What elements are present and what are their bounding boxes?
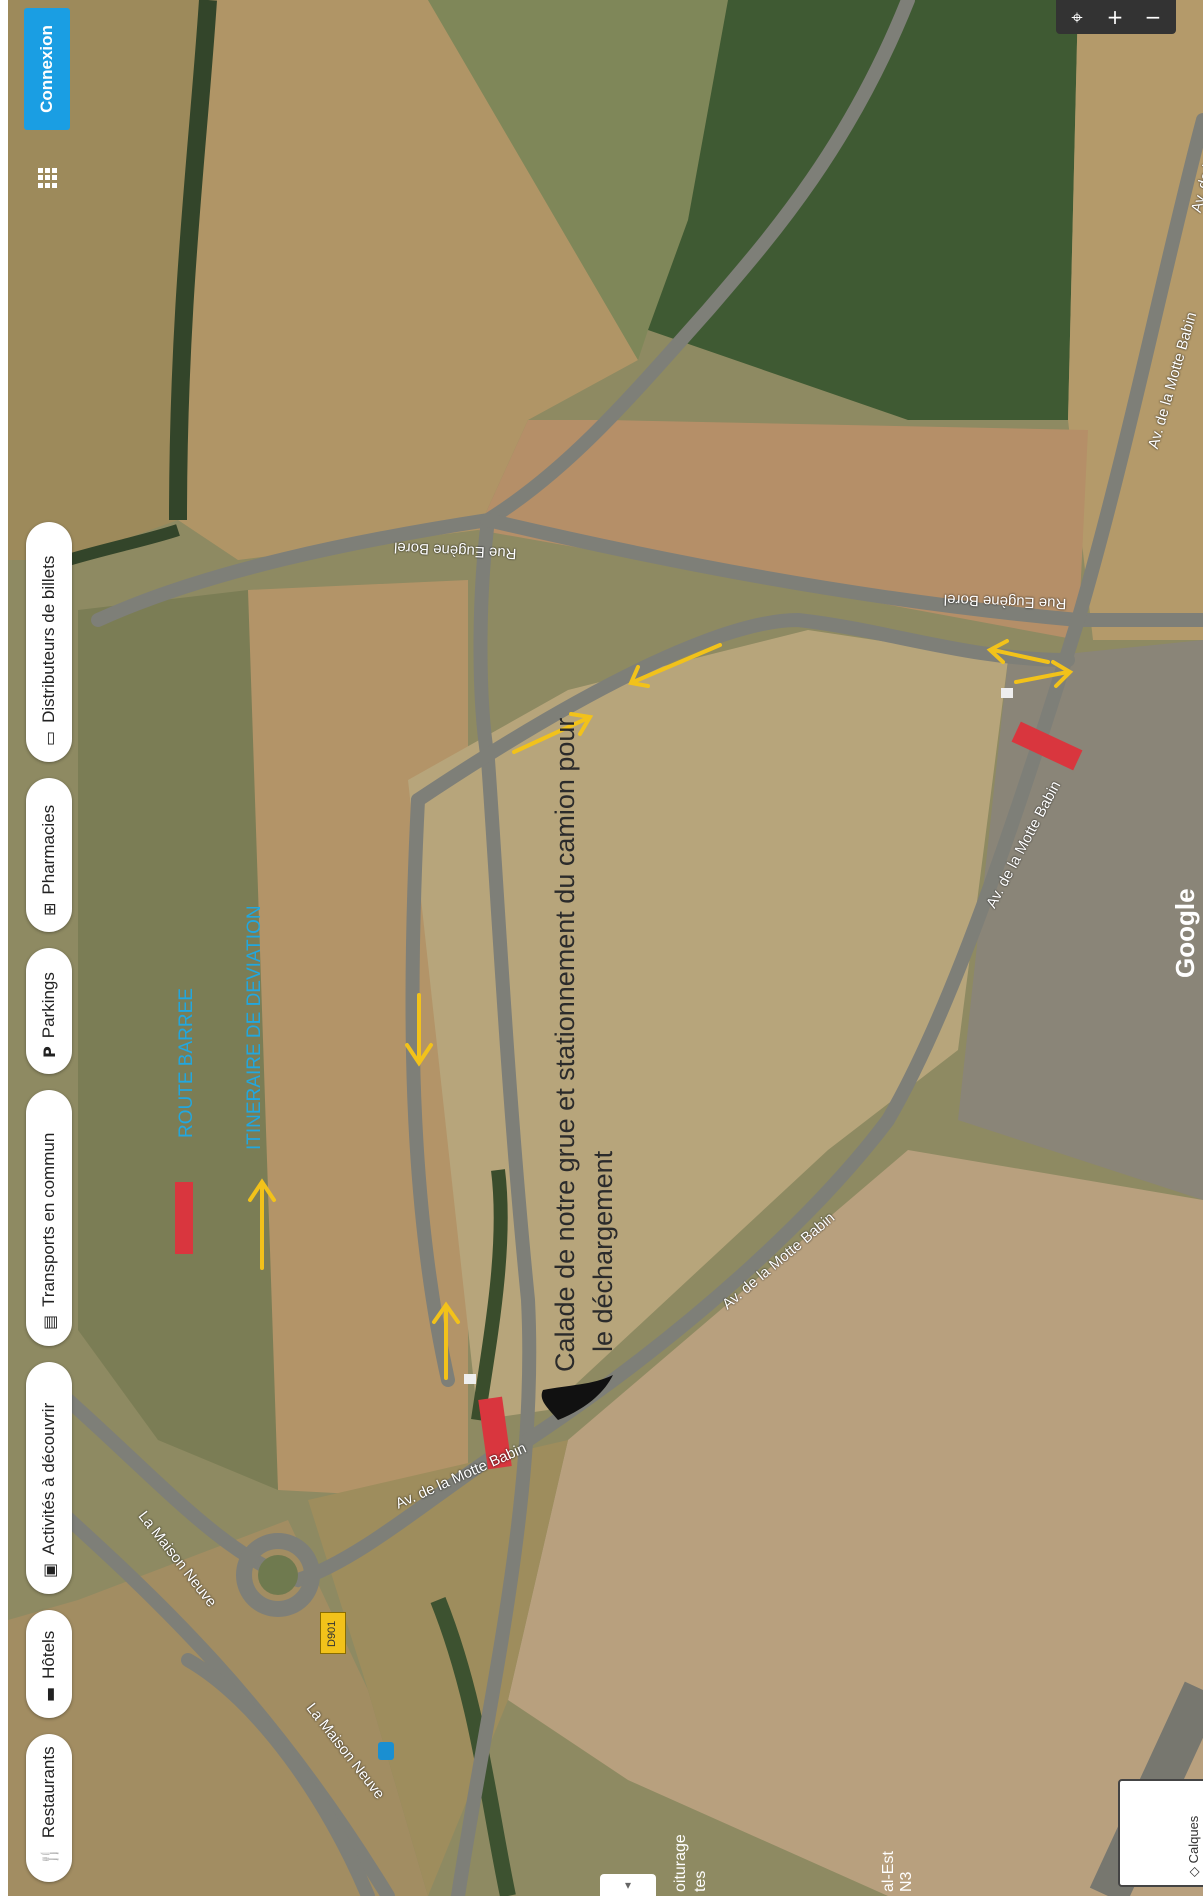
hotel-icon: ▬ [39, 1686, 59, 1702]
detour-arrow-3 [512, 712, 594, 754]
layers-button[interactable]: ◇ Calques [1118, 1779, 1203, 1887]
chip-restaurants[interactable]: 🍴 Restaurants [26, 1734, 72, 1882]
detour-arrows [248, 639, 1074, 1380]
ticket-icon: ▭ [39, 730, 59, 746]
roundabout [236, 1533, 320, 1617]
chip-label: Pharmacies [39, 804, 58, 895]
connexion-button[interactable]: Connexion [24, 8, 70, 130]
chip-hotels[interactable]: ▬ Hôtels [26, 1610, 72, 1718]
chip-label: Hôtels [39, 1630, 58, 1679]
layers-label: Calques [1186, 1815, 1201, 1864]
crane-marker [541, 1375, 613, 1420]
field-bottom-right [508, 1150, 1203, 1896]
chip-transports[interactable]: ▤ Transports en commun [26, 1090, 72, 1346]
restaurant-icon: 🍴 [39, 1846, 59, 1866]
chip-label: Parkings [39, 972, 58, 1039]
chip-pharmacies[interactable]: ⊞ Pharmacies [26, 778, 72, 932]
detour-arrow-6 [1014, 660, 1074, 688]
zoom-out-button[interactable]: − [1136, 0, 1170, 34]
zoom-in-label: + [1106, 5, 1124, 29]
satellite-map[interactable] [8, 0, 1203, 1896]
field-top-left [8, 0, 208, 560]
chip-label: Distributeurs de billets [39, 555, 58, 723]
field-top-right [1068, 0, 1203, 640]
field-left-green [78, 590, 278, 1490]
map-view[interactable]: Connexion 🍴 Restaurants ▬ Hôtels ▣ Activ… [8, 0, 1203, 1896]
forest [648, 0, 1078, 420]
field-bottom-mid [308, 1440, 568, 1896]
layers-icon: ◇ [1186, 1863, 1201, 1877]
bus-stop-icon [378, 1742, 394, 1760]
chip-label: Restaurants [39, 1746, 58, 1839]
chip-label: Transports en commun [39, 1132, 58, 1307]
chip-activites[interactable]: ▣ Activités à découvrir [26, 1362, 72, 1594]
field-top-center [178, 0, 638, 560]
closed-road-marker-2 [1011, 721, 1083, 771]
chip-distributeurs[interactable]: ▭ Distributeurs de billets [26, 522, 72, 762]
parking-icon: P [39, 1046, 59, 1058]
chip-label: Activités à découvrir [39, 1402, 58, 1555]
field-top-green [428, 0, 728, 360]
map-controls: ⌖ + − [1056, 0, 1176, 34]
detour-arrow-5 [986, 639, 1050, 664]
my-location-icon[interactable]: ⌖ [1071, 5, 1083, 29]
connexion-label: Connexion [37, 25, 56, 113]
legend-detour-arrow [248, 1178, 276, 1270]
roads [41, 0, 1203, 1896]
collapse-panel-tab[interactable]: ▾ [600, 1874, 656, 1896]
closed-road-marker-1 [478, 1396, 512, 1470]
apps-grid-icon[interactable] [38, 168, 58, 188]
detour-arrow-4 [628, 643, 722, 688]
field-mid-right [478, 420, 1088, 640]
field-central [408, 630, 1008, 1420]
detour-arrow-1 [405, 993, 433, 1067]
pharmacy-icon: ⊞ [39, 902, 59, 916]
field-left-strip [248, 580, 468, 1500]
bus-icon: ▤ [39, 1314, 59, 1330]
route-shield: D901 [320, 1612, 346, 1654]
legend-closed-road-swatch [175, 1182, 193, 1254]
camera-icon: ▣ [39, 1562, 59, 1578]
detour-arrow-2 [432, 1301, 460, 1380]
industrial-area [958, 640, 1203, 1200]
zoom-out-label: − [1144, 5, 1162, 29]
chip-parkings[interactable]: P Parkings [26, 948, 72, 1074]
zoom-in-button[interactable]: + [1098, 0, 1132, 34]
